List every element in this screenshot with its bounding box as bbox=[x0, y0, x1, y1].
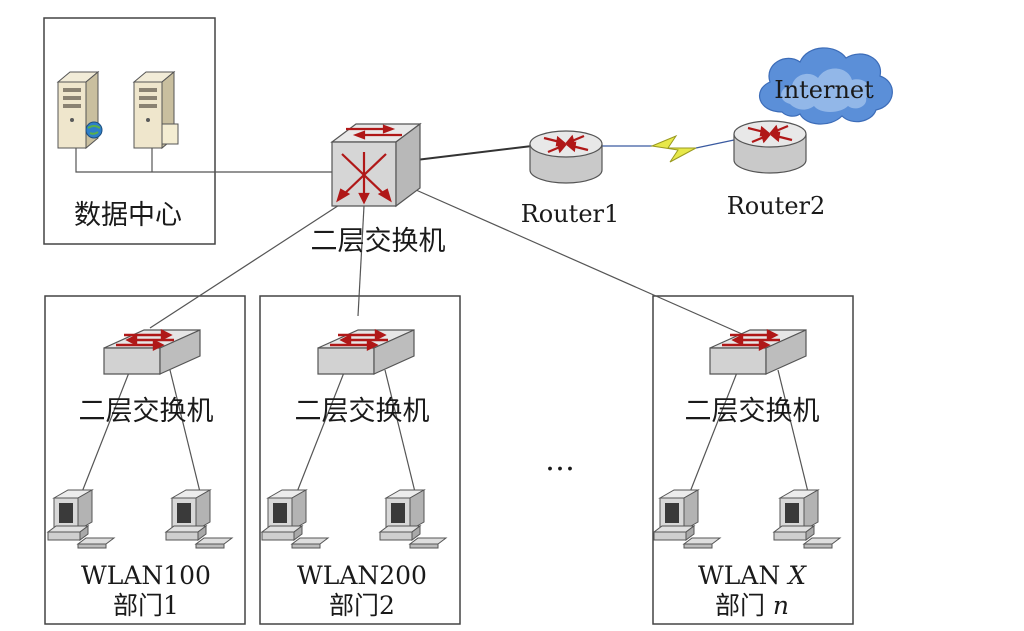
link-core-dept2 bbox=[357, 205, 365, 317]
datacenter: 数据中心 bbox=[57, 71, 182, 231]
department-1: 二层交换机 WLAN100 部门1 bbox=[47, 328, 233, 620]
link-lightning-router2 bbox=[695, 139, 735, 149]
internet-cloud: Internet bbox=[759, 47, 893, 125]
switch-icon bbox=[708, 328, 808, 376]
department-label: 部门 n bbox=[715, 591, 789, 620]
core-switch-icon bbox=[330, 122, 422, 208]
pc-icon bbox=[653, 489, 721, 549]
department-n: 二层交换机 WLAN X 部门 n bbox=[653, 328, 841, 620]
pc-icon bbox=[47, 489, 115, 549]
department-switch-label: 二层交换机 bbox=[295, 396, 430, 427]
wlan-label: WLAN100 bbox=[81, 561, 211, 590]
router1: Router1 bbox=[521, 129, 620, 228]
pc-icon bbox=[379, 489, 447, 549]
pc-icon bbox=[261, 489, 329, 549]
more-departments-ellipsis: … bbox=[545, 443, 575, 478]
network-links bbox=[75, 139, 809, 493]
router-icon bbox=[732, 119, 808, 175]
link-deptn-pc1 bbox=[689, 369, 739, 493]
datacenter-label: 数据中心 bbox=[74, 200, 182, 231]
link-dept1-pc1 bbox=[81, 369, 131, 493]
link-dept2-pc1 bbox=[296, 369, 346, 493]
link-core-dept1 bbox=[149, 197, 351, 329]
department-2: 二层交换机 WLAN200 部门2 bbox=[261, 328, 447, 620]
department-switch-label: 二层交换机 bbox=[79, 396, 214, 427]
globe-icon bbox=[85, 121, 103, 139]
link-deptn-pc2 bbox=[777, 369, 809, 493]
link-core-deptn bbox=[415, 189, 743, 335]
core-switch-label: 二层交换机 bbox=[311, 226, 446, 257]
datacenter-box bbox=[43, 17, 216, 245]
switch-icon bbox=[102, 328, 202, 376]
pc-icon bbox=[165, 489, 233, 549]
department-2-box bbox=[259, 295, 461, 625]
department-n-box bbox=[652, 295, 854, 625]
wlan-label: WLAN X bbox=[698, 561, 807, 590]
internet-label: Internet bbox=[774, 76, 874, 104]
document-icon bbox=[161, 123, 179, 145]
router2-label: Router2 bbox=[727, 192, 826, 220]
link-core-router1 bbox=[415, 145, 533, 161]
link-dept2-pc2 bbox=[384, 369, 416, 493]
department-1-box bbox=[44, 295, 246, 625]
pc-icon bbox=[773, 489, 841, 549]
router2: Router2 bbox=[727, 119, 826, 220]
link-dept1-pc2 bbox=[169, 369, 201, 493]
wan-lightning-icon bbox=[650, 134, 697, 163]
department-switch-label: 二层交换机 bbox=[685, 396, 820, 427]
wlan-label: WLAN200 bbox=[297, 561, 427, 590]
department-label: 部门1 bbox=[113, 591, 179, 620]
department-label: 部门2 bbox=[329, 591, 395, 620]
router-icon bbox=[528, 129, 604, 185]
switch-icon bbox=[316, 328, 416, 376]
core-switch: 二层交换机 bbox=[311, 122, 446, 257]
link-server1-core bbox=[75, 140, 340, 173]
router1-label: Router1 bbox=[521, 200, 620, 228]
